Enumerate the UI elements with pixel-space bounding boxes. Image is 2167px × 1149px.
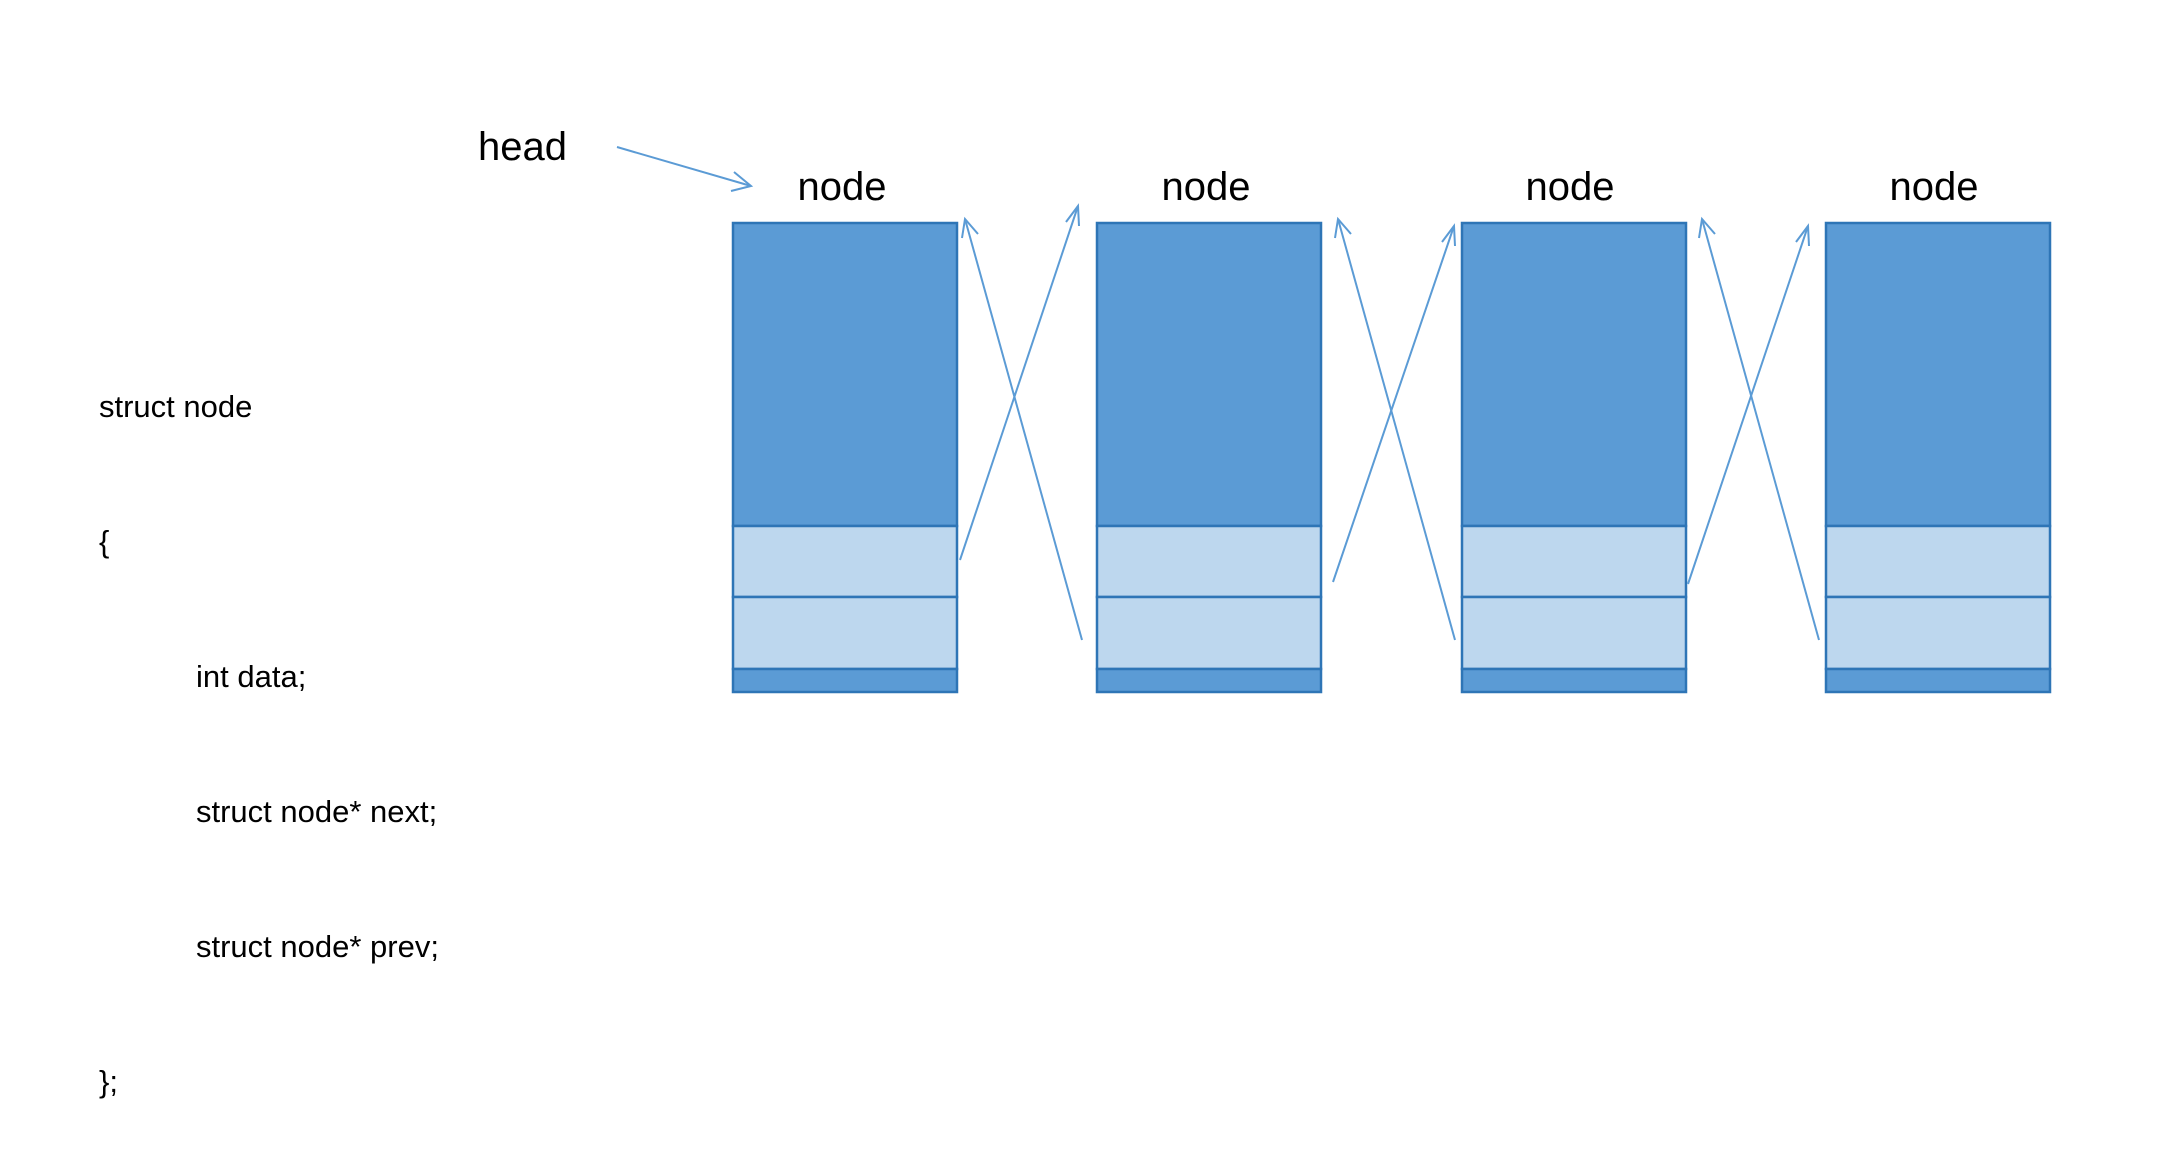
node-box-4	[1824, 221, 2052, 694]
next-arrow-3-to-4	[1687, 223, 1810, 585]
node-prev-field	[1460, 595, 1688, 671]
node-next-field	[1460, 524, 1688, 599]
prev-arrow-3-to-2	[1334, 216, 1456, 641]
node-bottom-strip	[1824, 667, 2052, 694]
node-next-field	[1824, 524, 2052, 599]
code-line-5: struct node* prev;	[196, 929, 439, 964]
node-bottom-strip	[731, 667, 959, 694]
code-line-1: struct node	[99, 389, 253, 424]
node-box-1	[731, 221, 959, 694]
node-title-1: node	[798, 165, 887, 209]
node-box-3	[1460, 221, 1688, 694]
node-data-field	[1824, 221, 2052, 528]
node-data-field	[1095, 221, 1323, 528]
struct-definition: struct node { int data; struct node* nex…	[99, 294, 439, 1149]
code-line-4: struct node* next;	[196, 794, 438, 829]
node-next-field	[1095, 524, 1323, 599]
node-prev-field	[1824, 595, 2052, 671]
node-box-2	[1095, 221, 1323, 694]
node-bottom-strip	[1095, 667, 1323, 694]
next-arrow-1-to-2	[959, 203, 1080, 561]
head-arrow	[616, 146, 754, 192]
prev-arrow-2-to-1	[961, 216, 1083, 641]
doubly-linked-list-diagram: head node node node node	[478, 125, 2052, 694]
code-line-3: int data;	[196, 659, 307, 694]
head-label: head	[478, 125, 567, 169]
node-title-2: node	[1162, 165, 1251, 209]
prev-arrow-4-to-3	[1698, 216, 1820, 641]
node-data-field	[1460, 221, 1688, 528]
code-line-2: {	[99, 524, 110, 559]
node-prev-field	[731, 595, 959, 671]
node-bottom-strip	[1460, 667, 1688, 694]
code-line-6: };	[99, 1064, 118, 1099]
node-data-field	[731, 221, 959, 528]
node-next-field	[731, 524, 959, 599]
node-title-4: node	[1890, 165, 1979, 209]
node-prev-field	[1095, 595, 1323, 671]
next-arrow-2-to-3	[1332, 223, 1456, 583]
node-title-3: node	[1526, 165, 1615, 209]
